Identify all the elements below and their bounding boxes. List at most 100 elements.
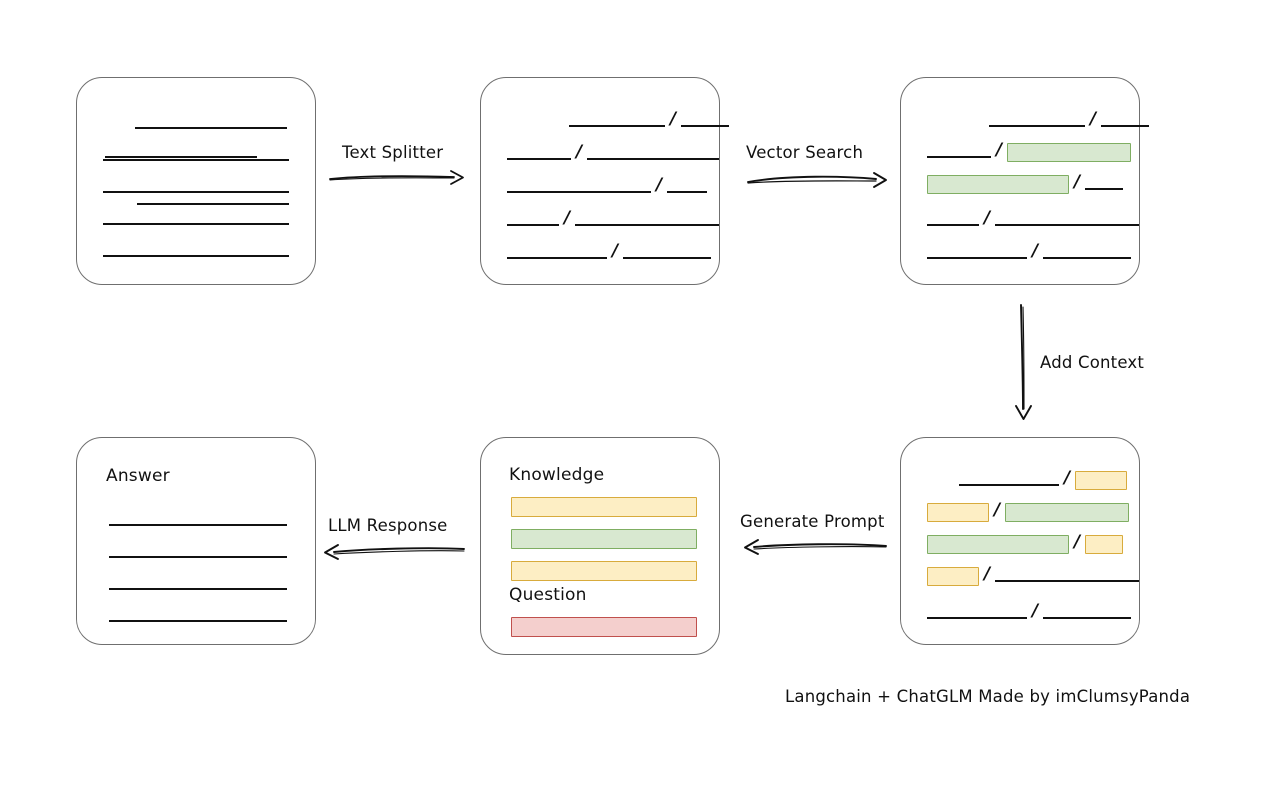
text-line-segment [1101,116,1150,127]
arrow-shaft-icon-2 [747,180,877,184]
matched-chunk-highlight [1005,502,1130,522]
document-line [105,142,257,162]
text-line-segment [507,182,651,193]
matched-chunk-highlight [1007,142,1132,162]
arrow-shaft-icon [1020,304,1024,410]
chunk-separator: / [994,499,1001,520]
chunk-separator: / [564,207,571,228]
context-row: / [927,602,1132,623]
arrow-head-icon [450,170,464,185]
context-chunk-highlight [1075,470,1128,490]
text-line-segment [995,215,1140,226]
edge-vector-search: Vector Search [746,143,887,189]
text-line-segment [989,116,1085,127]
source-document-line-stack [77,78,315,284]
match-row: / [927,207,1140,230]
document-line-1 [135,113,287,133]
split-row: / [507,141,720,164]
vector-matches-rows: / / / / / [901,78,1150,284]
chunk-separator: / [576,141,583,162]
answer-lines [77,438,315,644]
document-line-5 [103,241,289,261]
text-line-segment [575,215,720,226]
source-document-lines [77,78,315,284]
knowledge-bar-3 [511,561,697,581]
document-line [137,189,289,209]
text-line-segment [927,147,991,158]
text-line-segment [135,118,287,129]
chunk-separator: / [670,108,677,129]
split-row: / [507,174,708,197]
chunk-separator: / [612,240,619,261]
text-line-segment [103,150,289,161]
text-line-segment [507,149,571,160]
answer-line-1 [109,510,287,530]
arrow-shaft-icon-2 [329,177,455,181]
chunk-separator: / [1090,108,1097,129]
text-line-segment [959,475,1059,486]
text-line-segment [1085,179,1124,190]
matched-chunk-highlight [927,534,1069,554]
question-bar-1 [511,617,697,637]
split-row: / [507,240,712,263]
chunk-separator: / [984,207,991,228]
answer-line-4 [109,606,287,626]
answer-line-3 [109,574,287,594]
context-chunk-highlight [927,502,989,522]
chunk-separator: / [996,139,1003,160]
context-row: / [959,467,1128,490]
node-split-document[interactable]: / / / / / [480,77,730,285]
context-row: / [927,531,1124,554]
text-line-segment [587,149,720,160]
text-line-segment [927,248,1027,259]
node-prompt[interactable]: Knowledge Question [480,437,720,655]
text-line-segment [667,182,708,193]
matched-chunk-highlight [927,174,1069,194]
node-vector-matches[interactable]: / / / / / [900,77,1150,285]
arrow-shaft-icon-2 [753,546,887,550]
text-line-segment [1043,248,1132,259]
document-line-2 [103,145,289,165]
split-row: / [569,108,730,131]
edge-label-vector-search: Vector Search [746,143,864,162]
node-answer[interactable]: Answer [76,437,316,645]
text-line-segment [103,214,289,225]
arrow-shaft-icon [747,175,877,183]
question-label: Question [509,585,587,605]
arrow-shaft-icon [333,547,465,553]
text-line-segment [109,547,287,558]
document-line-4 [103,209,289,229]
chunk-separator: / [656,174,663,195]
text-line-segment [1043,608,1132,619]
knowledge-bar-1 [511,497,697,517]
text-line-segment [137,194,289,205]
arrow-head-icon [744,539,759,555]
knowledge-bar-2 [511,529,697,549]
chunk-separator: / [1032,240,1039,261]
edge-add-context: Add Context [1010,304,1160,425]
answer-title: Answer [106,466,170,486]
text-line-segment [623,248,712,259]
text-line-segment [507,215,559,226]
context-added-rows: / / / / / [901,438,1140,644]
answer-line-2 [109,542,287,562]
edge-label-text-splitter: Text Splitter [342,143,444,162]
node-context-added[interactable]: / / / / / [900,437,1140,645]
match-row: / [927,240,1132,263]
context-chunk-highlight [927,566,979,586]
edge-label-add-context: Add Context [1040,353,1145,372]
chunk-separator: / [1074,531,1081,552]
edge-label-generate-prompt: Generate Prompt [740,512,885,531]
text-line-segment [103,182,289,193]
text-line-segment [105,147,257,158]
context-row: / [927,565,1140,586]
chunk-separator: / [1064,467,1071,488]
text-line-segment [927,215,979,226]
text-line-segment [927,608,1027,619]
arrow-shaft-icon [329,175,455,180]
match-row: / [927,173,1124,194]
arrow-shaft-icon-2 [333,550,465,555]
arrow-head-icon [324,544,339,560]
node-source-document[interactable] [76,77,316,285]
